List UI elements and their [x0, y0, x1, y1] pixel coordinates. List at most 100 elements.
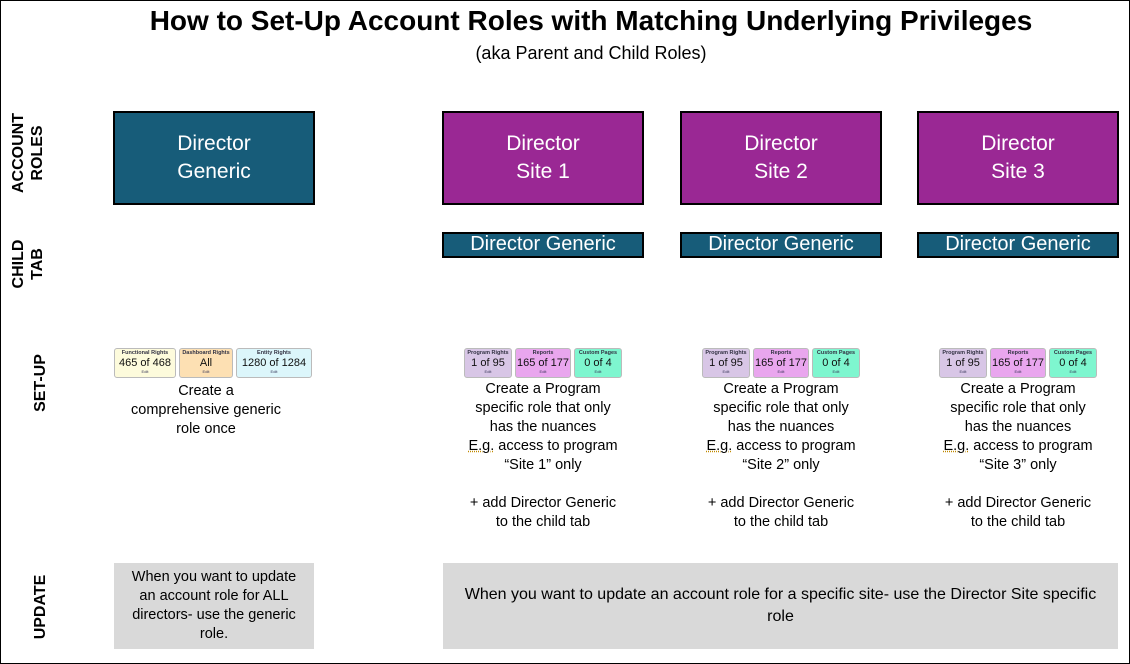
description-line: specific role that only — [475, 400, 611, 416]
description-line: E.g. access to program — [443, 437, 643, 456]
row-label-line: CHILD — [10, 239, 27, 289]
chip-value: 1 of 95 — [709, 357, 743, 369]
role-name-line: Director — [744, 132, 818, 155]
director-site-2-role: Director Site 2 — [680, 111, 882, 205]
update-text: When you want to update an account role … — [131, 569, 297, 642]
site-update-note: When you want to update an account role … — [443, 563, 1118, 649]
chip-label: Entity Rights — [257, 350, 291, 356]
eg-text: E.g. — [468, 438, 495, 454]
entity-rights-chip: Entity Rights 1280 of 1284 Edit — [236, 348, 312, 378]
chip-label: Custom Pages — [816, 350, 856, 356]
description-line: specific role that only — [950, 400, 1086, 416]
site-3-setup-description: Create a Program specific role that only… — [918, 380, 1118, 532]
row-label-line: UPDATE — [32, 574, 49, 640]
row-label-update: UPDATE — [31, 572, 50, 642]
description-text: access to program — [494, 438, 618, 454]
custom-pages-chip: Custom Pages 0 of 4 Edit — [574, 348, 622, 378]
description-line: Create a Program — [723, 381, 839, 397]
update-text: When you want to update an account role … — [464, 586, 1097, 625]
director-site-3-role: Director Site 3 — [917, 111, 1119, 205]
site-1-rights-chips: Program Rights 1 of 95 Edit Reports 165 … — [464, 348, 622, 378]
chip-edit: Edit — [959, 369, 967, 374]
chip-edit: Edit — [722, 369, 730, 374]
director-generic-role: Director Generic — [113, 111, 315, 205]
program-rights-chip: Program Rights 1 of 95 Edit — [939, 348, 987, 378]
row-label-line: ROLES — [29, 125, 46, 181]
chip-edit: Edit — [141, 369, 149, 374]
row-label-line: SET-UP — [32, 354, 49, 412]
role-name-line: Director — [506, 132, 580, 155]
chip-label: Reports — [770, 350, 792, 356]
chip-label: Program Rights — [705, 350, 747, 356]
description-line: Create a — [178, 383, 234, 399]
chip-value: 1 of 95 — [946, 357, 980, 369]
functional-rights-chip: Functional Rights 465 of 468 Edit — [114, 348, 176, 378]
row-label-account-roles: ACCOUNT ROLES — [9, 112, 47, 194]
site-2-rights-chips: Program Rights 1 of 95 Edit Reports 165 … — [702, 348, 860, 378]
reports-chip: Reports 165 of 177 Edit — [515, 348, 571, 378]
row-label-setup: SET-UP — [31, 350, 50, 416]
description-line: has the nuances — [489, 419, 597, 435]
eg-text: E.g. — [706, 438, 733, 454]
description-line: + add Director Generic — [707, 495, 855, 511]
description-line: “Site 2” only — [742, 457, 820, 473]
description-line: comprehensive generic — [131, 402, 281, 418]
reports-chip: Reports 165 of 177 Edit — [753, 348, 809, 378]
chip-label: Reports — [1007, 350, 1029, 356]
chip-label: Custom Pages — [1053, 350, 1093, 356]
chip-edit: Edit — [832, 369, 840, 374]
description-line: has the nuances — [727, 419, 835, 435]
chip-label: Functional Rights — [121, 350, 169, 356]
chip-edit: Edit — [270, 369, 278, 374]
generic-setup-description: Create a comprehensive generic role once — [106, 382, 306, 439]
chip-edit: Edit — [539, 369, 547, 374]
custom-pages-chip: Custom Pages 0 of 4 Edit — [1049, 348, 1097, 378]
description-line: E.g. access to program — [918, 437, 1118, 456]
description-line: “Site 3” only — [979, 457, 1057, 473]
director-site-1-role: Director Site 1 — [442, 111, 644, 205]
site-3-rights-chips: Program Rights 1 of 95 Edit Reports 165 … — [939, 348, 1097, 378]
chip-value: 165 of 177 — [517, 357, 569, 369]
role-name-line: Site 2 — [754, 160, 808, 183]
description-line: + add Director Generic — [469, 495, 617, 511]
chip-edit: Edit — [1014, 369, 1022, 374]
role-name-line: Site 1 — [516, 160, 570, 183]
row-label-line: ACCOUNT — [10, 113, 27, 193]
description-line: Create a Program — [485, 381, 601, 397]
dashboard-rights-chip: Dashboard Rights All Edit — [179, 348, 233, 378]
chip-label: Program Rights — [942, 350, 984, 356]
row-label-line: TAB — [29, 248, 46, 280]
description-line: role once — [176, 421, 236, 437]
chip-value: 165 of 177 — [992, 357, 1044, 369]
chip-edit: Edit — [202, 369, 210, 374]
description-line: specific role that only — [713, 400, 849, 416]
description-line: has the nuances — [964, 419, 1072, 435]
chip-value: 1280 of 1284 — [241, 357, 307, 369]
chip-label: Reports — [532, 350, 554, 356]
description-line: to the child tab — [495, 514, 591, 530]
chip-value: 465 of 468 — [119, 357, 171, 369]
description-text: access to program — [969, 438, 1093, 454]
chip-label: Custom Pages — [578, 350, 618, 356]
program-rights-chip: Program Rights 1 of 95 Edit — [464, 348, 512, 378]
role-name-line: Director — [177, 132, 251, 155]
diagram-subtitle: (aka Parent and Child Roles) — [475, 43, 707, 63]
chip-label: Dashboard Rights — [182, 350, 230, 356]
program-rights-chip: Program Rights 1 of 95 Edit — [702, 348, 750, 378]
role-name-line: Generic — [177, 160, 251, 183]
chip-value: 0 of 4 — [1059, 357, 1087, 369]
generic-update-note: When you want to update an account role … — [114, 563, 314, 649]
generic-rights-chips: Functional Rights 465 of 468 Edit Dashbo… — [114, 348, 312, 378]
chip-edit: Edit — [777, 369, 785, 374]
chip-edit: Edit — [594, 369, 602, 374]
chip-label: Program Rights — [467, 350, 509, 356]
description-line: to the child tab — [733, 514, 829, 530]
description-line: Create a Program — [960, 381, 1076, 397]
description-text: access to program — [732, 438, 856, 454]
child-tab-site-3: Director Generic — [917, 232, 1119, 258]
reports-chip: Reports 165 of 177 Edit — [990, 348, 1046, 378]
description-line: “Site 1” only — [504, 457, 582, 473]
site-2-setup-description: Create a Program specific role that only… — [681, 380, 881, 532]
custom-pages-chip: Custom Pages 0 of 4 Edit — [812, 348, 860, 378]
